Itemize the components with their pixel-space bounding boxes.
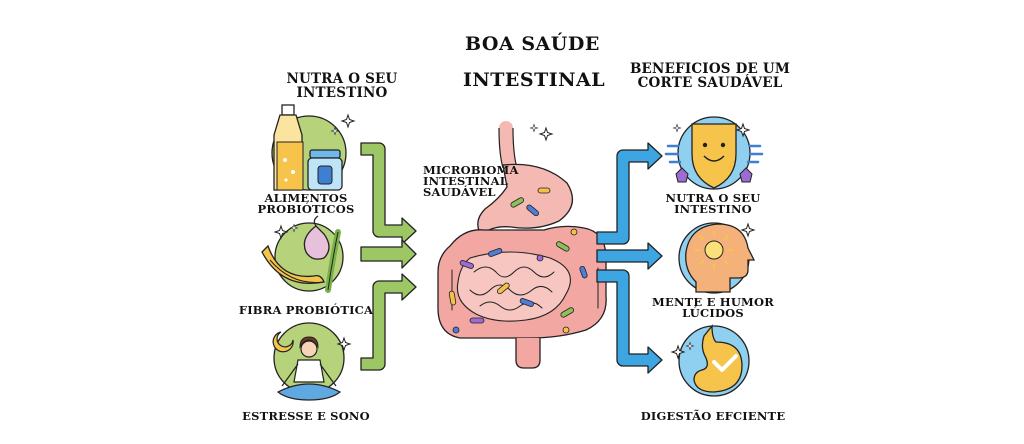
meditation-icon [272,322,351,401]
left-heading: NUTRA O SEU INTESTINO [286,71,398,101]
right-heading: BENEFICIOS DE UM CORTE SAUDÁVEL [629,61,791,91]
label-digestion: DIGESTÃO EFCIENTE [640,409,786,423]
fiber-foods-icon [261,215,344,293]
arrow-mind [596,242,663,270]
label-stress-sleep: ESTRESSE E SONO [242,409,370,423]
label-mind-mood: MENTE E HUMOR LÚCIDOS [652,295,774,320]
arrow-sleep [360,273,417,371]
happy-shield-icon [664,116,764,190]
arrow-gut [596,142,663,245]
main-title-line-1: BOA SAÚDE [465,33,600,55]
blue-arrows [596,142,663,374]
arrow-digestion [596,269,663,374]
main-title-line-2: INTESTINAL [463,69,606,91]
digestive-system-icon [437,121,607,369]
green-arrows [360,142,417,371]
label-microbiome: MICROBIOMA INTESTINAL SAUDÁVEL [423,163,519,199]
label-gut-benefit: NUTRA O SEU INTESTINO [665,191,761,216]
arrow-fiber [360,239,417,269]
probiotic-foods-icon [271,104,355,191]
bright-mind-icon [678,222,756,294]
label-probiotic-foods: ALIMENTOS PROBIÓTICOS [257,191,355,216]
healthy-stomach-icon [671,324,750,397]
arrow-probiotics [360,142,417,245]
label-probiotic-fiber: FIBRA PROBIÓTICA [238,303,374,317]
